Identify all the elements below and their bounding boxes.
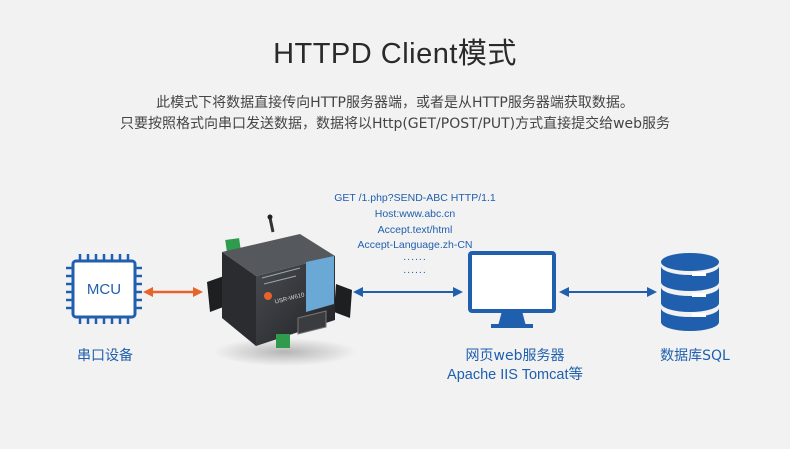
serial-server-device-image: USR-W610 [207,215,357,367]
http-arrow [353,287,463,297]
web-server-label: 网页web服务器 [420,345,610,365]
mcu-chip-icon: MCU [66,254,142,324]
mcu-chip-text: MCU [87,281,121,298]
db-arrow [559,287,657,297]
database-icon [661,253,719,331]
serial-arrow [143,287,203,297]
database-label: 数据库SQL [640,345,750,365]
web-server-sublabel: Apache IIS Tomcat等 [420,363,610,384]
monitor-icon [470,253,554,328]
mcu-label: 串口设备 [60,345,150,365]
